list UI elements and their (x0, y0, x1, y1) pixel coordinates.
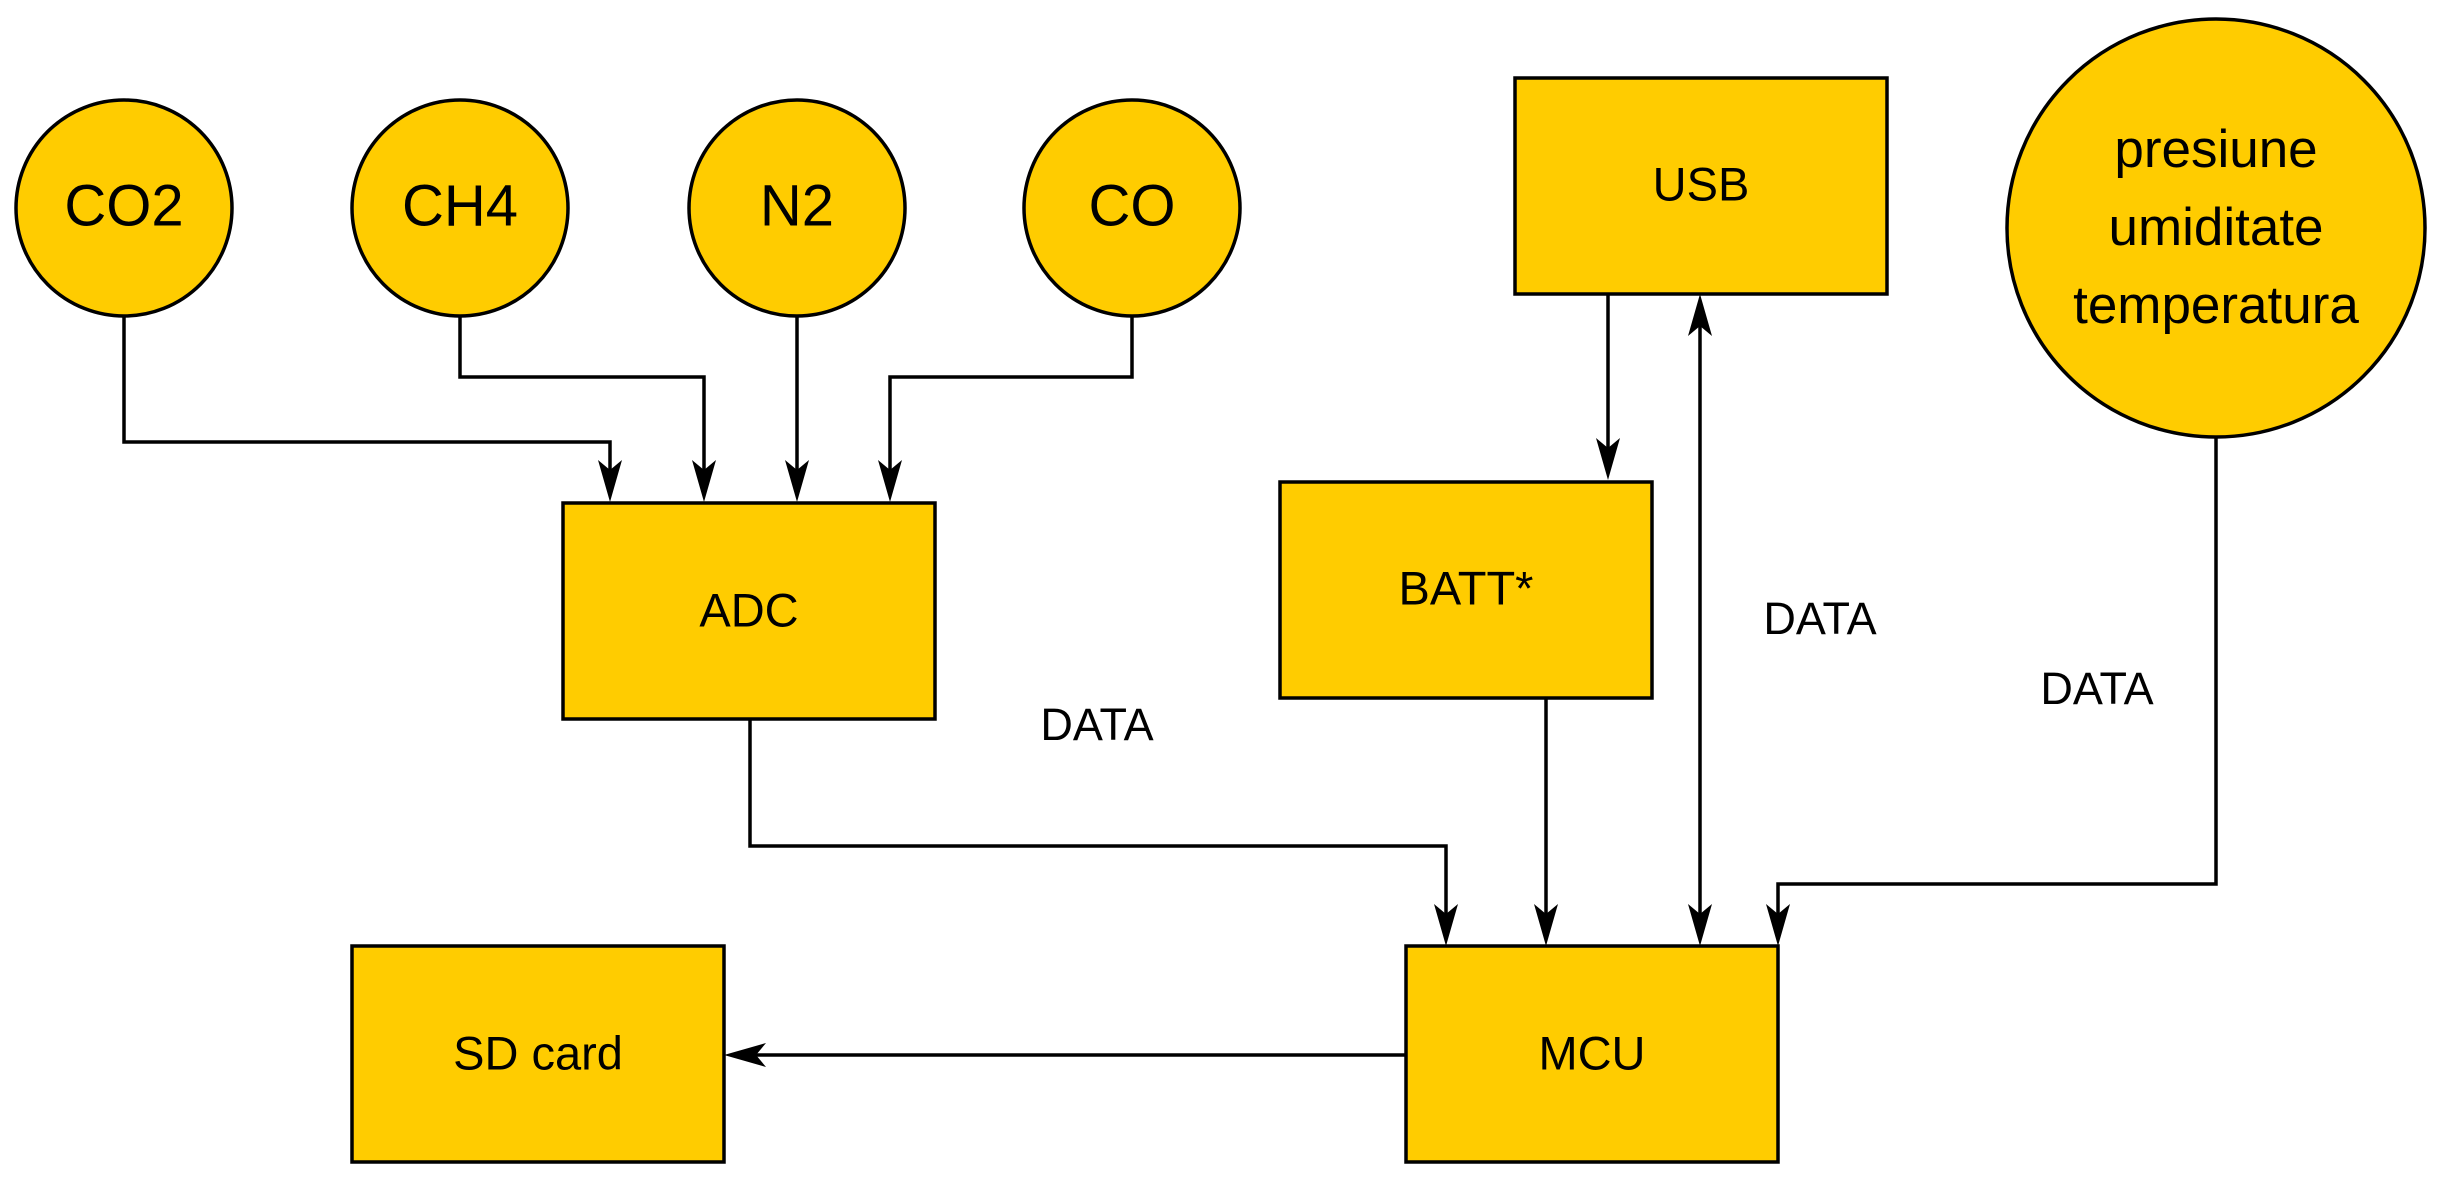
node-co2 (14, 98, 234, 318)
node-adc-label: ADC (699, 583, 798, 636)
node-sd-card (350, 944, 726, 1164)
node-ch4-label: CH4 (402, 173, 518, 238)
node-batt-label: BATT* (1399, 561, 1534, 614)
edges (122, 294, 2218, 1067)
arrowhead-co2-adc (598, 460, 622, 502)
edge-env-mcu (1776, 436, 2218, 914)
node-adc (561, 501, 937, 721)
edge-adc-mcu (748, 720, 1448, 914)
arrowhead-usb-batt (1596, 438, 1620, 480)
edge-label-usb-mcu: DATA (1763, 593, 1876, 644)
node-usb-label: USB (1653, 157, 1750, 210)
edge-label-adc-mcu: DATA (1040, 699, 1153, 750)
arrowhead-usb-mcu-top (1688, 294, 1712, 336)
arrowhead-env-mcu (1766, 904, 1790, 946)
edge-co2-adc (122, 316, 612, 470)
node-n2-label: N2 (760, 173, 834, 238)
node-env-label-2: umiditate (2108, 198, 2323, 257)
arrowhead-mcu-sd (724, 1043, 766, 1067)
node-env-label-1: presiune (2114, 120, 2317, 179)
arrowhead-co-adc (878, 460, 902, 502)
node-n2 (687, 98, 907, 318)
arrowhead-ch4-adc (692, 460, 716, 502)
arrowhead-usb-mcu-bottom (1688, 904, 1712, 946)
node-co-label: CO (1089, 173, 1176, 238)
arrowhead-n2-adc (785, 460, 809, 502)
edge-labels: DATA DATA DATA (1040, 593, 2153, 750)
node-sd-card-label: SD card (453, 1026, 623, 1079)
node-env-label-3: temperatura (2073, 276, 2359, 335)
arrowhead-adc-mcu (1434, 904, 1458, 946)
edge-ch4-adc (458, 316, 706, 470)
node-env-sensor (2005, 17, 2427, 439)
node-usb (1513, 76, 1889, 296)
node-co (1022, 98, 1242, 318)
node-co2-label: CO2 (64, 173, 183, 238)
arrowhead-batt-mcu (1534, 904, 1558, 946)
edge-co-adc (888, 316, 1134, 470)
node-mcu (1404, 944, 1780, 1164)
node-mcu-label: MCU (1538, 1026, 1645, 1079)
node-ch4 (350, 98, 570, 318)
edge-label-env-mcu: DATA (2040, 663, 2153, 714)
nodes: CO2 CH4 N2 CO USB presiune umiditate tem… (14, 17, 2427, 1164)
node-batt (1278, 480, 1654, 700)
